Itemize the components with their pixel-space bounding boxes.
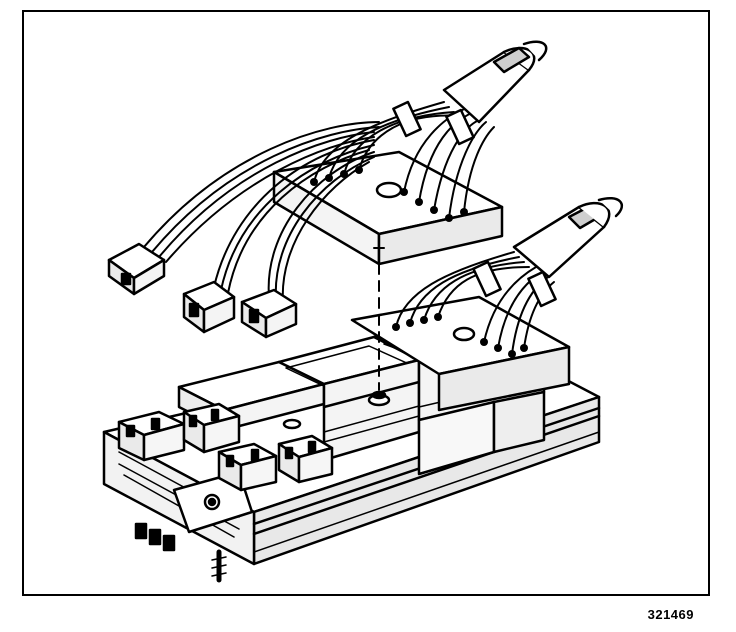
alignment-guide	[373, 247, 385, 391]
pigtail-wires	[143, 121, 380, 304]
center-stud	[282, 390, 391, 430]
lower-harness-connector	[350, 295, 571, 412]
pigtail-connector-1	[107, 242, 166, 296]
fuse-block-illustration	[102, 40, 623, 583]
diagram-frame	[22, 10, 710, 596]
fuse-slot-3	[217, 442, 278, 492]
relay-cavity-front-box	[417, 390, 546, 476]
fuse-slot-1	[117, 410, 186, 462]
pigtail-connector-2	[182, 280, 236, 334]
fuse-slot-4	[277, 434, 334, 484]
upper-harness-bundle	[392, 40, 548, 146]
fuse-slot-2	[182, 402, 241, 454]
lower-harness-bundle	[472, 197, 623, 308]
pigtail-connector-3	[240, 288, 298, 339]
figure-number: 321469	[647, 607, 694, 622]
